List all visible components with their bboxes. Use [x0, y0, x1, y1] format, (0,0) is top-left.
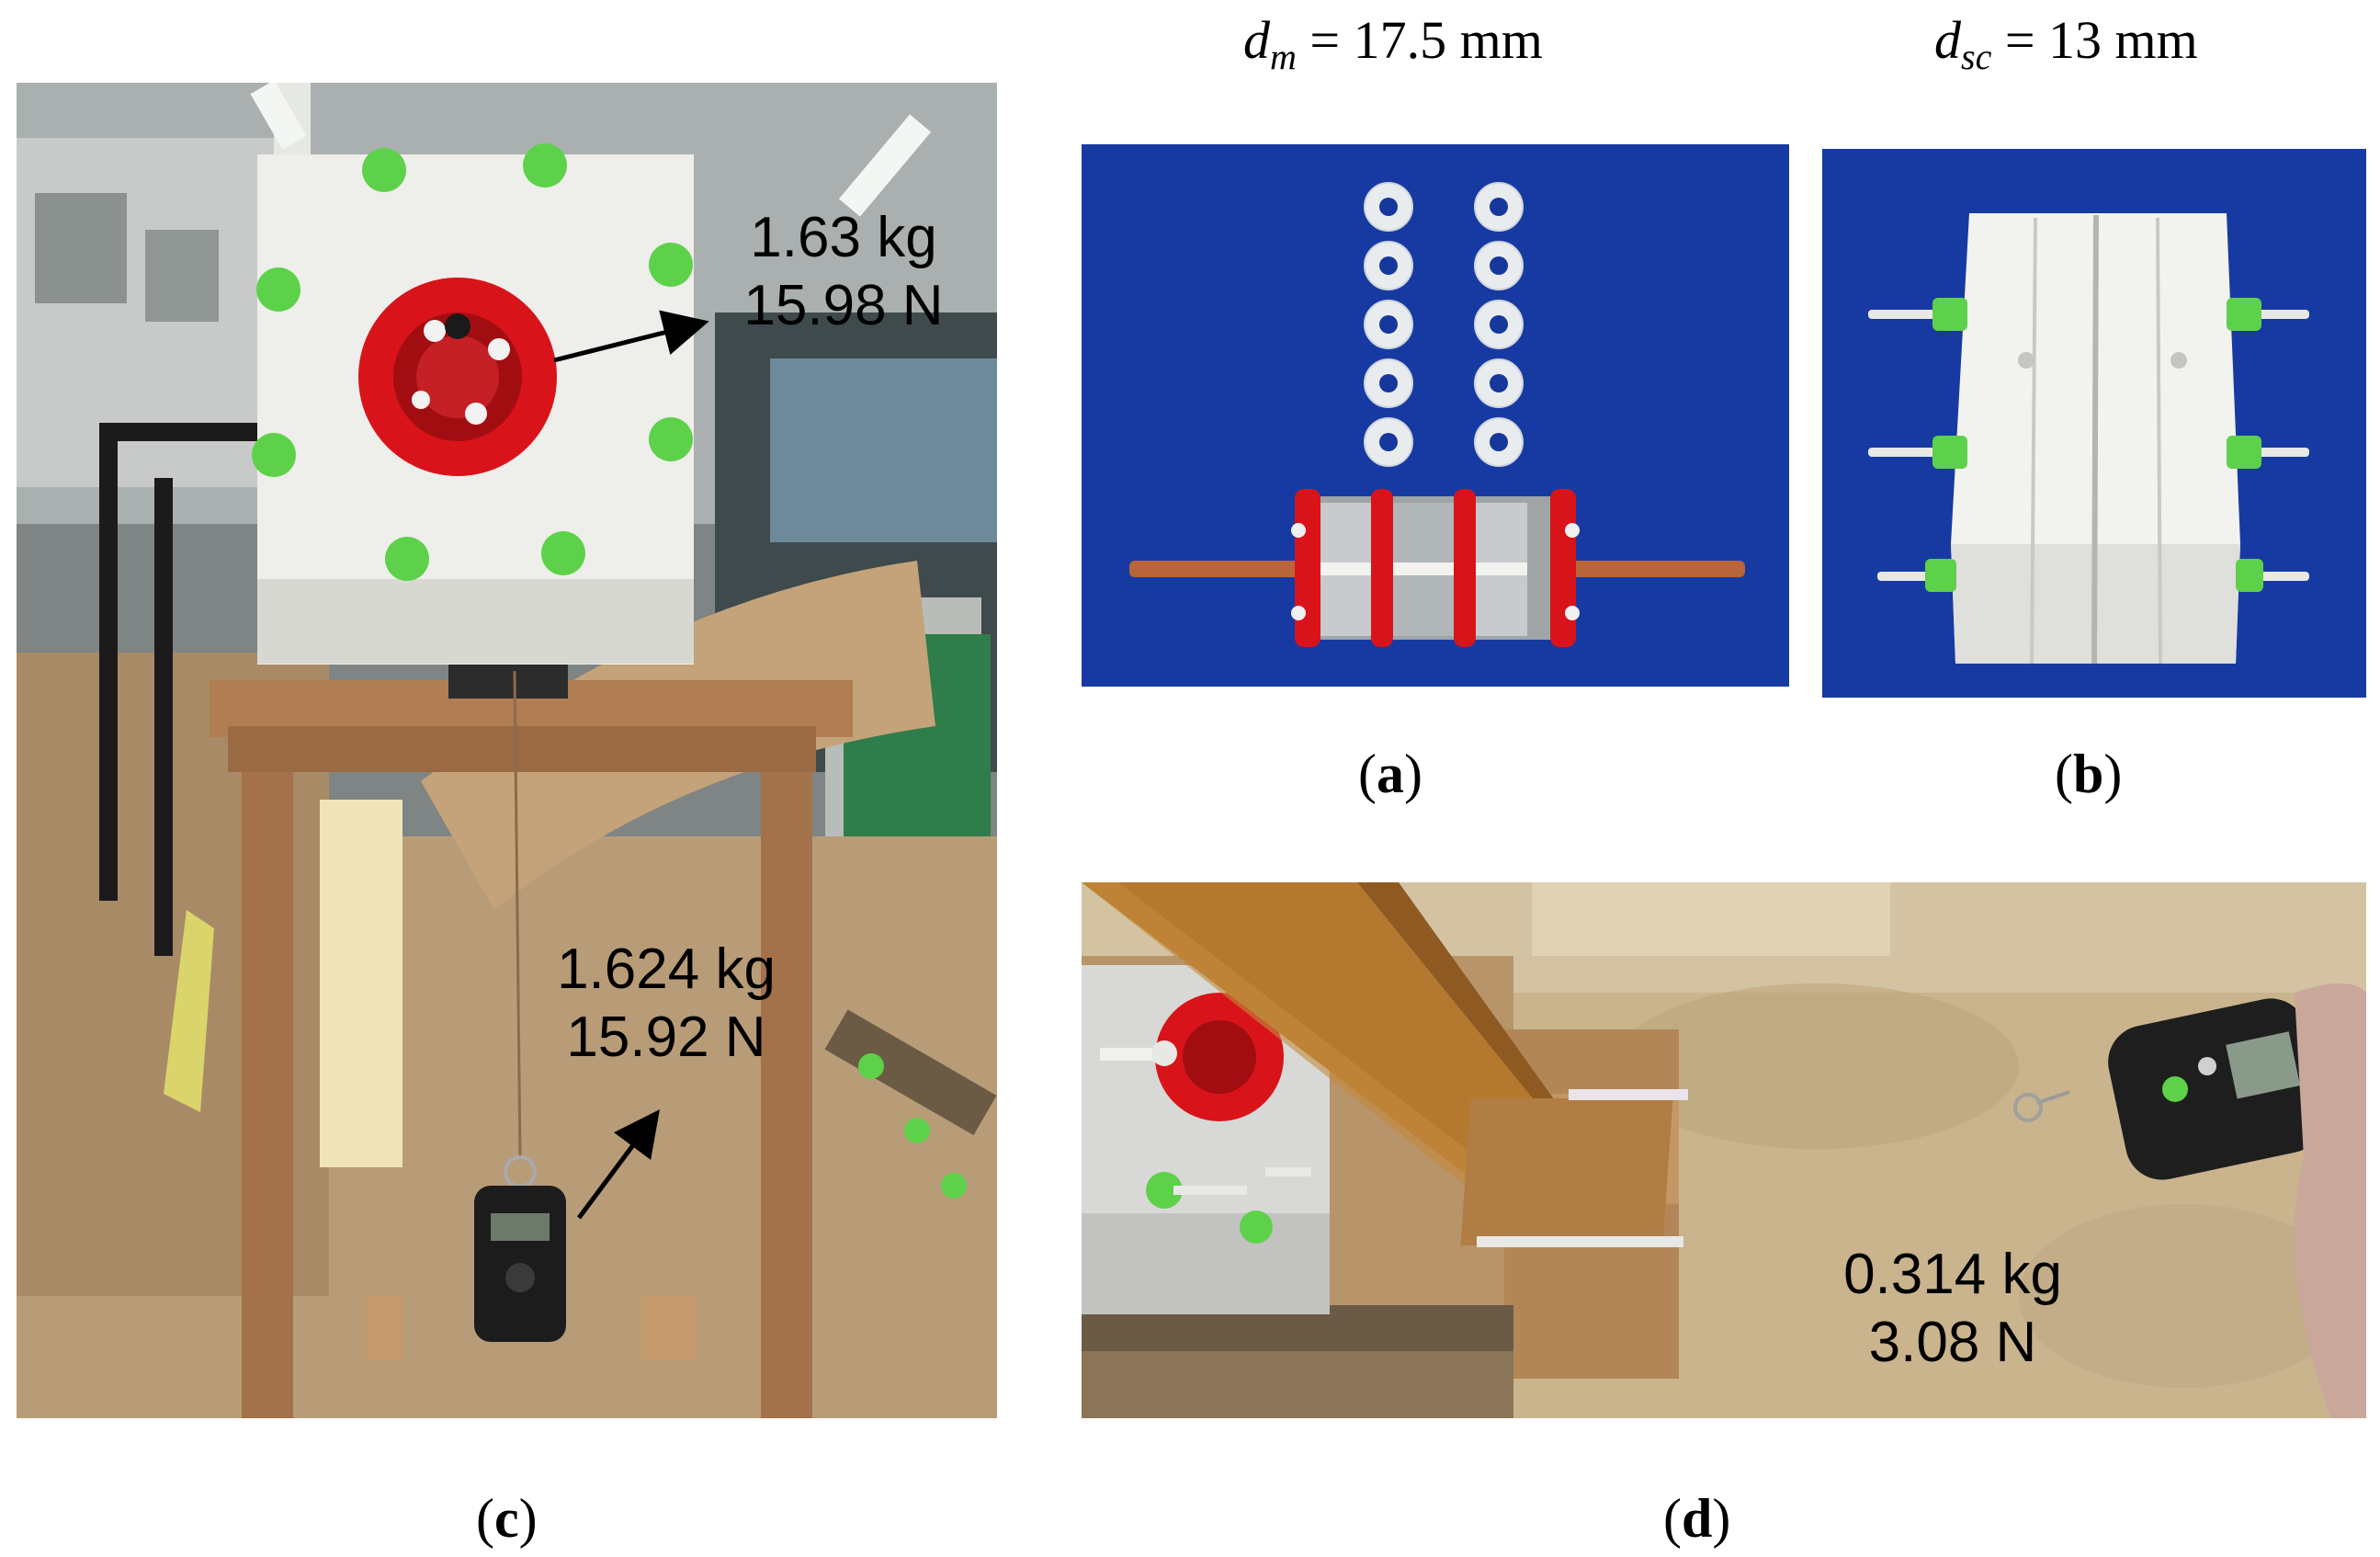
caption-d: (d) [1663, 1487, 1730, 1551]
annotation-d: 0.314 kg 3.08 N [1815, 1241, 2091, 1377]
caption-d-open: ( [1663, 1488, 1682, 1549]
annotation-c-bottom-mass: 1.624 kg [557, 938, 776, 1001]
annotation-c-top-mass: 1.63 kg [750, 206, 937, 269]
caption-b: (b) [2055, 743, 2122, 806]
caption-c-open: ( [476, 1488, 494, 1549]
header-b: dsc = 13 mm [1934, 9, 2198, 78]
header-b-symbol: d [1934, 10, 1961, 70]
caption-b-close: ) [2103, 744, 2123, 804]
header-a-symbol: d [1243, 10, 1270, 70]
caption-b-open: ( [2055, 744, 2073, 804]
caption-d-close: ) [1712, 1488, 1731, 1549]
caption-d-letter: d [1681, 1488, 1713, 1549]
caption-b-letter: b [2072, 744, 2104, 804]
header-b-subscript: sc [1961, 36, 1992, 77]
header-a-value: = 17.5 mm [1296, 10, 1543, 70]
caption-c-letter: c [493, 1488, 519, 1549]
caption-a: (a) [1358, 743, 1422, 806]
caption-a-close: ) [1403, 744, 1422, 804]
caption-a-letter: a [1376, 744, 1404, 804]
caption-c: (c) [476, 1487, 538, 1551]
header-a: dm = 17.5 mm [1243, 9, 1543, 78]
photo-d [1082, 882, 2366, 1418]
annotation-c-top-force: 15.98 N [743, 274, 944, 337]
caption-a-open: ( [1358, 744, 1377, 804]
header-b-value: = 13 mm [1991, 10, 2198, 70]
header-a-subscript: m [1270, 36, 1297, 77]
annotation-d-mass: 0.314 kg [1843, 1243, 2062, 1306]
annotation-c-top: 1.63 kg 15.98 N [706, 204, 981, 340]
annotation-d-force: 3.08 N [1868, 1311, 2037, 1374]
annotation-c-bottom-force: 15.92 N [566, 1006, 766, 1069]
photo-a [1082, 144, 1789, 687]
annotation-c-bottom: 1.624 kg 15.92 N [528, 936, 804, 1072]
caption-c-close: ) [518, 1488, 538, 1549]
photo-b [1822, 149, 2366, 698]
photo-c [17, 83, 997, 1418]
